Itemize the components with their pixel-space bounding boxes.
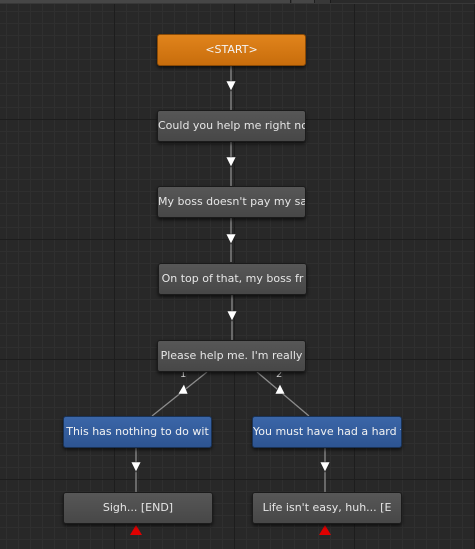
end-marker-icon — [130, 525, 142, 535]
dialog-node-3[interactable]: On top of that, my boss fr — [158, 263, 307, 295]
choice-node-2[interactable]: You must have had a hard t — [252, 416, 402, 448]
toolbar-button[interactable] — [292, 0, 315, 3]
toolbar-field[interactable] — [0, 0, 291, 3]
arrow-down-icon — [130, 461, 142, 473]
branch-label-1: 1 — [180, 369, 187, 380]
end-marker-icon — [319, 525, 331, 535]
dialog-node-1[interactable]: Could you help me right no — [157, 110, 306, 142]
arrow-down-icon — [226, 310, 238, 322]
arrow-up-icon — [274, 383, 286, 395]
arrow-down-icon — [225, 233, 237, 245]
end-node-2[interactable]: Life isn't easy, huh... [E — [252, 492, 402, 524]
top-toolbar — [0, 0, 475, 4]
arrow-up-icon — [177, 383, 189, 395]
branch-label-2: 2 — [276, 369, 283, 380]
dialog-node-2[interactable]: My boss doesn't pay my sal — [157, 186, 306, 218]
choice-node-1[interactable]: This has nothing to do wit — [63, 416, 212, 448]
start-node[interactable]: <START> — [157, 34, 306, 66]
arrow-down-icon — [225, 80, 237, 92]
arrow-down-icon — [225, 156, 237, 168]
arrow-down-icon — [319, 461, 331, 473]
toolbar-search[interactable] — [330, 0, 475, 3]
dialog-node-4[interactable]: Please help me. I'm really — [157, 340, 306, 372]
end-node-1[interactable]: Sigh... [END] — [63, 492, 213, 524]
